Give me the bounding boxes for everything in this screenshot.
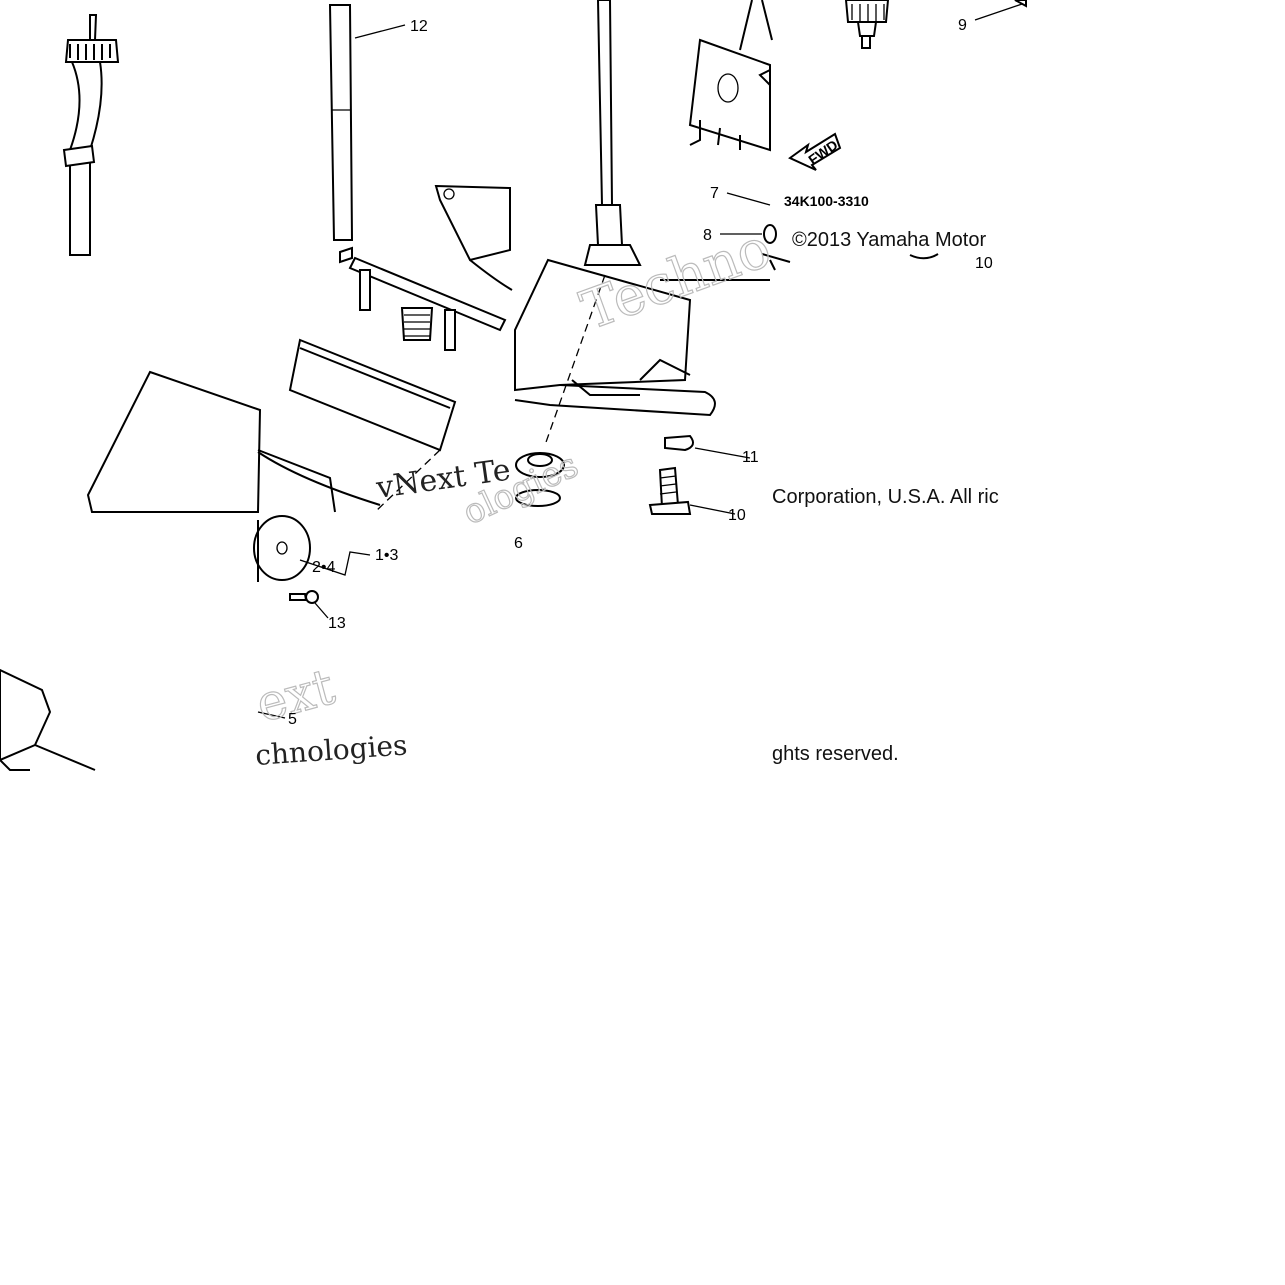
part-code: 34K100-3310: [784, 193, 869, 209]
copyright-line-2: Corporation, U.S.A. All ric: [772, 486, 999, 508]
meter-bracket-drawing: [86, 184, 513, 513]
callout-12: 12: [410, 18, 428, 35]
watermark: Techno vNext Te ologies ext chnologies: [249, 215, 779, 772]
callout-5: 5: [288, 711, 297, 728]
copyright-line-1: ©2013 Yamaha Motor: [792, 229, 986, 251]
meter-lens-drawing: [0, 515, 371, 771]
callouts: 12 9 7 8 10 11 10 6 2•4 1•3 13 5: [288, 17, 993, 728]
watermark-text-c: chnologies: [254, 728, 408, 772]
copyright-line-3: ghts reserved.: [772, 743, 899, 765]
callout-13: 13: [328, 615, 346, 632]
upper-right-plate-drawing: [688, 0, 791, 271]
callout-2-4: 2•4: [312, 559, 336, 576]
callout-10-upper: 10: [975, 255, 993, 272]
callout-10-lower: 10: [728, 507, 746, 524]
callout-8: 8: [703, 227, 712, 244]
speedometer-cable-drawing: [62, 14, 120, 256]
callout-9: 9: [958, 17, 967, 34]
callout-6: 6: [514, 535, 523, 552]
callout-11: 11: [742, 449, 759, 466]
center-bracket-drawing: [514, 0, 770, 515]
meter-shaft-drawing: [328, 4, 406, 264]
fwd-arrow-icon: FWD: [788, 132, 842, 171]
callout-1-3: 1•3: [375, 547, 399, 564]
callout-7: 7: [710, 185, 719, 202]
top-right-fitting-drawing: [844, 0, 1027, 260]
